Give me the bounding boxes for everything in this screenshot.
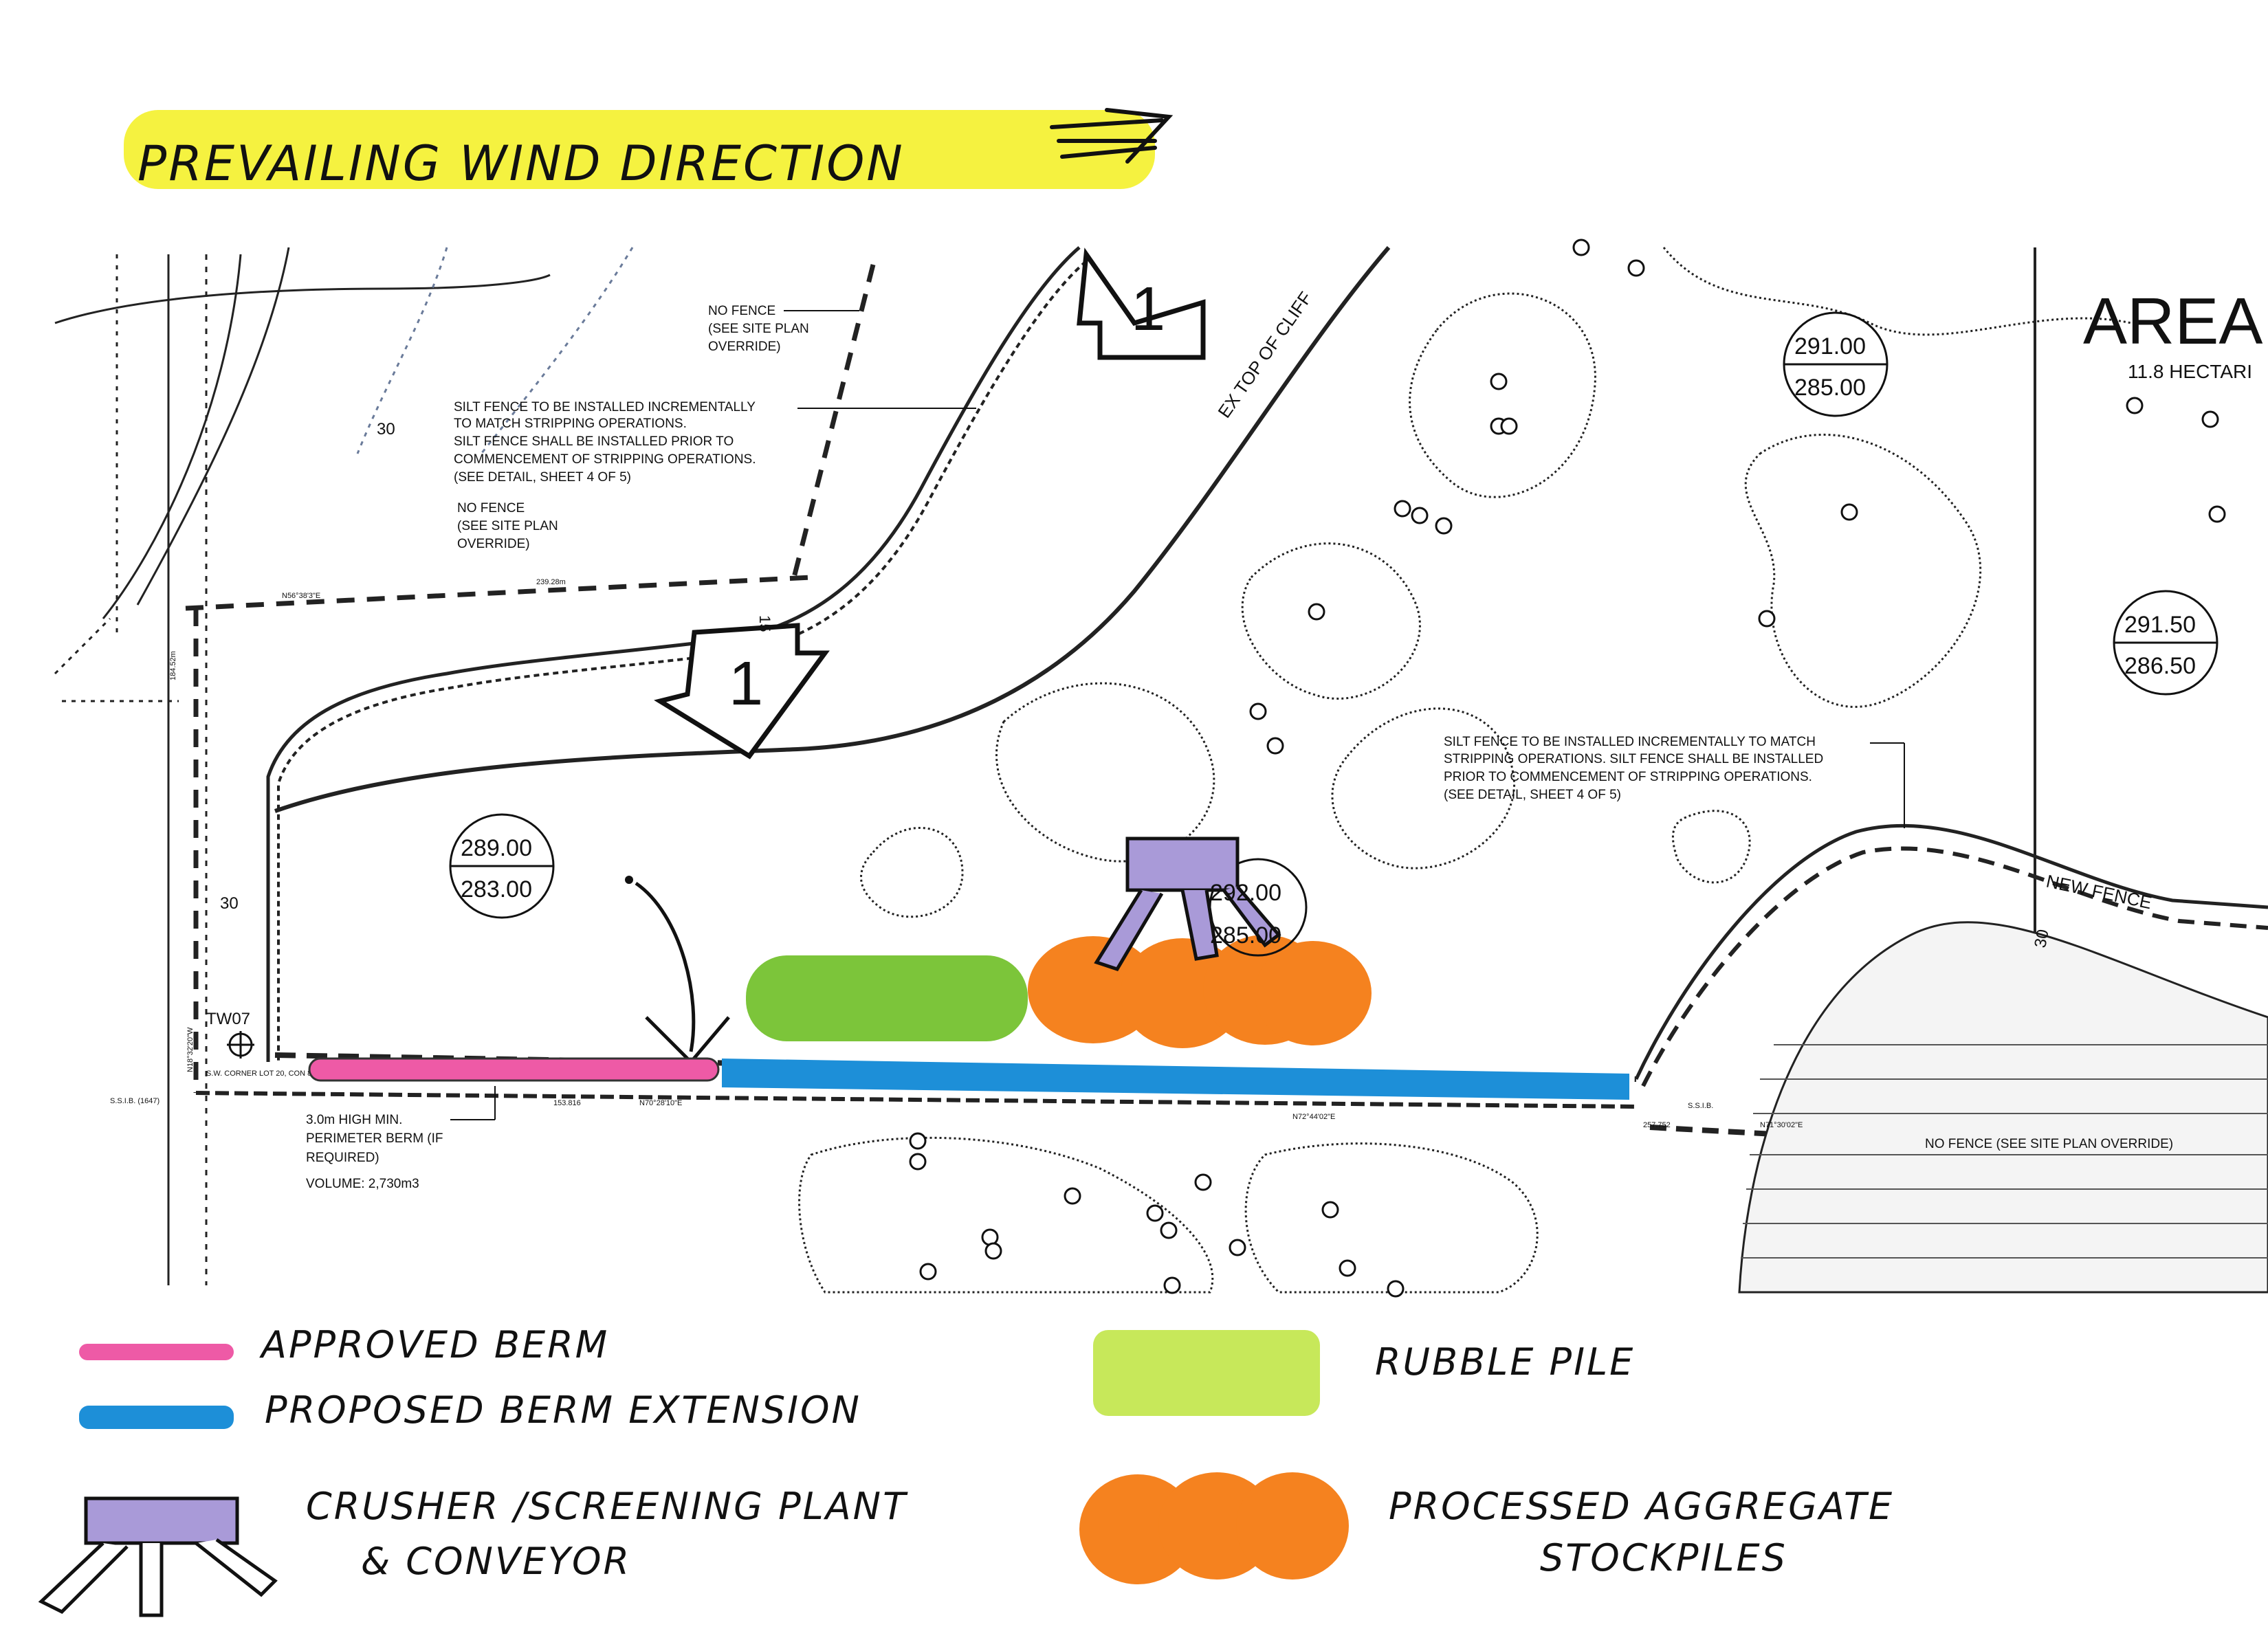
legend-label-aggregate-line2: STOCKPILES [1540,1536,1787,1580]
svg-text:SILT FENCE TO BE INSTALLED INC: SILT FENCE TO BE INSTALLED INCREMENTALLY [454,400,756,414]
elevation-bottom: 285.00 [1210,922,1281,949]
legend-swatch-aggregate [1079,1472,1349,1584]
label-dist-1: 239.28m [536,578,566,586]
svg-text:VOLUME: 2,730m3: VOLUME: 2,730m3 [306,1177,419,1191]
svg-text:(SEE DETAIL, SHEET 4 OF 5): (SEE DETAIL, SHEET 4 OF 5) [454,470,631,485]
tw07-marker-icon [227,1031,254,1059]
svg-text:(SEE SITE PLAN: (SEE SITE PLAN [457,519,558,533]
crusher-plant [1094,836,1308,972]
note-berm: 3.0m HIGH MIN. PERIMETER BERM (IF REQUIR… [306,1086,496,1191]
legend-label-aggregate-line1: PROCESSED AGGREGATE [1389,1485,1894,1528]
label-vert-2: N18°32'20"W [186,1027,195,1072]
svg-text:NO FENCE: NO FENCE [457,501,525,516]
svg-text:(SEE SITE PLAN: (SEE SITE PLAN [708,322,809,336]
elevation-label-3: 289.00 283.00 [449,813,555,919]
label-dim-30-a: 30 [377,420,395,439]
legend-swatch-proposed-berm [79,1406,234,1429]
phase-marker-top: 1 [1077,247,1206,360]
note-no-fence-1: NO FENCE (SEE SITE PLAN OVERRIDE) [708,304,859,354]
note-silt-fence-1: SILT FENCE TO BE INSTALLED INCREMENTALLY… [454,400,976,485]
svg-text:OVERRIDE): OVERRIDE) [708,340,781,354]
label-bearing-2: N70°28'10"E [639,1099,682,1107]
svg-text:SILT FENCE TO BE INSTALLED INC: SILT FENCE TO BE INSTALLED INCREMENTALLY… [1444,735,1816,749]
elevation-top: 291.00 [1794,333,1866,359]
tree-symbols [909,239,2226,1298]
crusher-icon [38,1496,278,1617]
triple-arrow-right-icon [1050,108,1174,164]
svg-text:(SEE DETAIL, SHEET 4 OF 5): (SEE DETAIL, SHEET 4 OF 5) [1444,788,1621,802]
label-dim-30-b: 30 [220,894,239,913]
area-subtitle: 11.8 HECTARI [2128,361,2252,382]
legend-swatch-rubble-pile [1093,1330,1320,1416]
svg-text:OVERRIDE): OVERRIDE) [457,537,530,551]
note-no-fence-bottom: NO FENCE (SEE SITE PLAN OVERRIDE) [1925,1137,2173,1151]
label-sw-corner: S.W. CORNER LOT 20, CON 8 [206,1070,311,1078]
note-silt-fence-2: SILT FENCE TO BE INSTALLED INCREMENTALLY… [1444,735,1905,828]
elevation-bottom: 286.50 [2124,653,2196,679]
legend: APPROVED BERM PROPOSED BERM EXTENSION RU… [38,1323,1894,1617]
label-new-fence: NEW FENCE [2045,871,2154,913]
label-ssib-left: S.S.I.B. (1647) [110,1097,159,1105]
label-dist-2: 153.816 [553,1099,581,1107]
legend-label-rubble-pile: RUBBLE PILE [1375,1340,1635,1384]
elevation-label-4: 292.00 285.00 [1210,880,1281,949]
elevation-label-1: 291.00 285.00 [1783,311,1889,417]
svg-text:PRIOR TO COMMENCEMENT OF STRIP: PRIOR TO COMMENCEMENT OF STRIPPING OPERA… [1444,770,1812,784]
wind-direction-label: PREVAILING WIND DIRECTION [137,135,905,192]
legend-item-approved-berm: APPROVED BERM [79,1323,609,1366]
legend-label-crusher-line1: CRUSHER /SCREENING PLANT [306,1485,908,1528]
elevation-bottom: 285.00 [1794,375,1866,401]
svg-text:3.0m HIGH MIN.: 3.0m HIGH MIN. [306,1113,402,1127]
svg-text:NO FENCE: NO FENCE [708,304,775,318]
svg-text:COMMENCEMENT OF STRIPPING OPER: COMMENCEMENT OF STRIPPING OPERATIONS. [454,452,756,467]
phase-marker-label-2: 1 [729,650,763,718]
legend-label-approved-berm: APPROVED BERM [259,1323,609,1366]
elevation-top: 289.00 [461,835,532,861]
label-tw07: TW07 [206,1010,250,1028]
elevation-bottom: 283.00 [461,876,532,902]
label-dim-15: 15 [756,615,773,632]
note-no-fence-2: NO FENCE (SEE SITE PLAN OVERRIDE) [457,501,558,551]
pointer-dot [625,876,633,884]
wind-highlight [124,110,1155,189]
phase-marker-middle: 1 [654,623,830,760]
legend-item-rubble-pile: RUBBLE PILE [1093,1330,1635,1416]
label-dim-30-c: 30 [2031,928,2052,949]
approved-berm [308,1057,720,1082]
phase-marker-label: 1 [1131,275,1165,344]
elevation-top: 292.00 [1210,880,1281,906]
rubble-pile [746,955,1028,1041]
legend-item-proposed-berm: PROPOSED BERM EXTENSION [79,1388,861,1432]
label-vert-1: 184.52m [169,651,177,680]
elevation-label-2: 291.50 286.50 [2113,590,2219,696]
svg-text:REQUIRED): REQUIRED) [306,1151,379,1165]
label-ex-top-of-cliff: EX TOP OF CLIFF [1213,288,1316,422]
wind-direction-header: PREVAILING WIND DIRECTION [124,108,1174,192]
elevation-top: 291.50 [2124,612,2196,638]
hatched-region [1738,921,2268,1294]
area-title: AREA [2083,285,2263,358]
legend-swatch-approved-berm [79,1344,234,1360]
aggregate-stockpiles [1028,935,1372,1048]
svg-text:PERIMETER BERM (IF: PERIMETER BERM (IF [306,1131,443,1146]
legend-label-crusher-line2: & CONVEYOR [361,1540,631,1583]
label-bearing-4: N71°30'02"E [1760,1121,1803,1129]
label-bearing-1: N56°38'3"E [282,592,320,600]
svg-text:SILT FENCE SHALL BE INSTALLED: SILT FENCE SHALL BE INSTALLED PRIOR TO [454,434,734,449]
proposed-berm-extension [722,1059,1629,1100]
label-bearing-3: N72°44'02"E [1292,1113,1335,1121]
legend-label-proposed-berm: PROPOSED BERM EXTENSION [265,1388,861,1432]
legend-item-crusher: CRUSHER /SCREENING PLANT & CONVEYOR [38,1485,908,1617]
berm-pointer-arrow [635,881,730,1065]
svg-text:STRIPPING OPERATIONS. SILT FE: STRIPPING OPERATIONS. SILT FENCE SHALL B… [1444,752,1823,766]
label-dist-3: 257.752 [1643,1121,1671,1129]
svg-text:TO MATCH STRIPPING OPERATIONS.: TO MATCH STRIPPING OPERATIONS. [454,417,687,431]
legend-item-aggregate: PROCESSED AGGREGATE STOCKPILES [1079,1472,1894,1584]
label-ssib-right: S.S.I.B. [1688,1102,1713,1110]
